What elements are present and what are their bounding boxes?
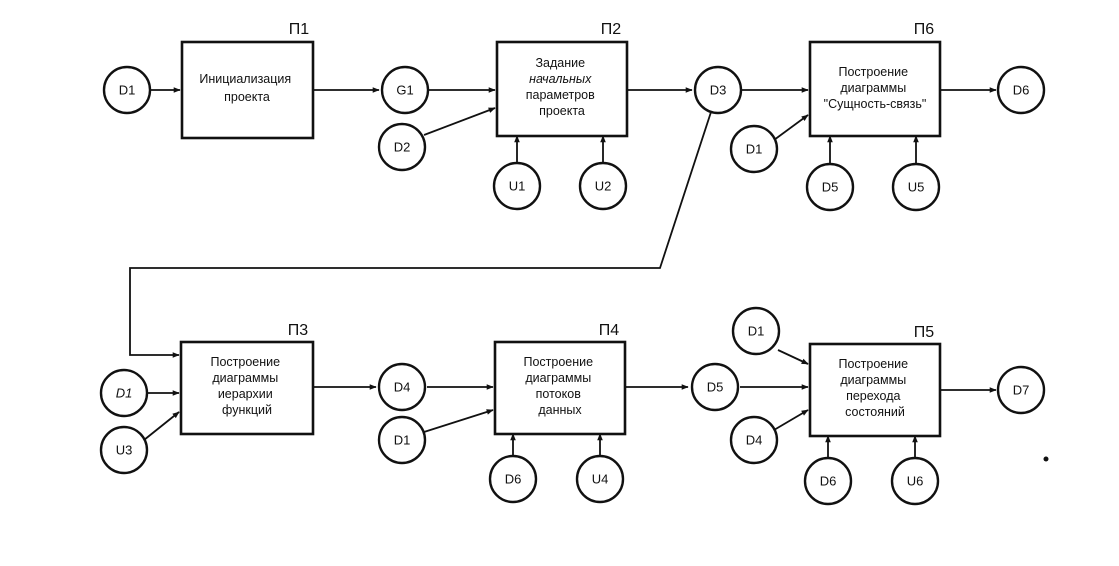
svg-text:U1: U1	[509, 179, 526, 194]
process-text: Построение диаграммы потоков данных	[523, 355, 596, 417]
process-box	[808, 342, 942, 438]
edge-d1-to-p6	[773, 114, 809, 141]
edge-u3-to-p3	[143, 411, 180, 441]
data-node-d5: D5	[805, 162, 855, 212]
process-p3: П3 Построение диаграммы иерархии функций	[179, 322, 315, 436]
svg-text:D1: D1	[119, 83, 136, 98]
svg-text:G1: G1	[396, 83, 413, 98]
scan-dot	[1043, 456, 1049, 462]
data-node-d1: D1	[102, 65, 152, 115]
data-node-d1: D1	[377, 415, 427, 465]
svg-text:D7: D7	[1013, 383, 1030, 398]
data-node-d7: D7	[996, 365, 1046, 415]
data-node-g1: G1	[380, 65, 430, 115]
process-box	[808, 40, 942, 138]
data-node-d6: D6	[996, 65, 1046, 115]
data-node-d6: D6	[803, 456, 853, 506]
process-label: П4	[599, 322, 620, 339]
svg-text:D2: D2	[394, 140, 411, 155]
svg-text:D6: D6	[505, 472, 522, 487]
svg-text:D5: D5	[822, 180, 839, 195]
process-label: П3	[288, 322, 309, 339]
control-node-u3: U3	[99, 425, 149, 475]
svg-text:D4: D4	[746, 433, 763, 448]
process-text: Построение диаграммы иерархии функций	[210, 355, 283, 417]
process-label: П6	[914, 21, 935, 38]
control-node-u4: U4	[575, 454, 625, 504]
process-p1: П1 Инициализация проекта	[180, 21, 315, 140]
process-label: П5	[914, 324, 935, 341]
svg-text:D6: D6	[1013, 83, 1030, 98]
svg-text:D3: D3	[710, 83, 727, 98]
data-node-d4: D4	[377, 362, 427, 412]
svg-text:D1: D1	[116, 386, 133, 401]
process-box	[179, 340, 315, 436]
svg-text:D6: D6	[820, 474, 837, 489]
data-node-d1: D1	[99, 368, 149, 418]
process-p6: П6 Построение диаграммы "Сущность-связь"	[808, 21, 942, 138]
edge-d4-to-p5	[773, 409, 809, 431]
data-node-d4: D4	[729, 415, 779, 465]
data-node-d3: D3	[693, 65, 743, 115]
edge-d1-to-p4	[423, 409, 494, 433]
svg-text:D5: D5	[707, 380, 724, 395]
process-label: П1	[289, 21, 310, 38]
edge-d1-to-p5	[777, 349, 809, 365]
control-node-u6: U6	[890, 456, 940, 506]
control-node-u5: U5	[891, 162, 941, 212]
process-box	[495, 40, 629, 138]
process-p5: П5 Построение диаграммы перехода состоян…	[808, 324, 942, 438]
svg-text:D1: D1	[394, 433, 411, 448]
svg-text:D4: D4	[394, 380, 411, 395]
svg-text:D1: D1	[746, 142, 763, 157]
data-node-d2: D2	[377, 122, 427, 172]
svg-text:D1: D1	[748, 324, 765, 339]
data-node-d1: D1	[731, 306, 781, 356]
svg-text:U3: U3	[116, 443, 133, 458]
connectors	[129, 87, 997, 458]
data-node-d6: D6	[488, 454, 538, 504]
svg-text:U2: U2	[595, 179, 612, 194]
process-p2: П2 Задание начальных параметров проекта	[495, 21, 629, 138]
process-label: П2	[601, 21, 622, 38]
svg-text:U6: U6	[907, 474, 924, 489]
edge-d2-to-p2	[423, 107, 496, 136]
data-node-d5: D5	[690, 362, 740, 412]
data-node-d1: D1	[729, 124, 779, 174]
process-text: Задание начальных параметров проекта	[526, 56, 599, 118]
process-box	[180, 40, 315, 140]
process-text: Инициализация проекта	[199, 72, 294, 104]
control-node-u1: U1	[492, 161, 542, 211]
edge-d3-to-p3	[129, 111, 712, 358]
control-node-u2: U2	[578, 161, 628, 211]
svg-text:U5: U5	[908, 180, 925, 195]
process-p4: П4 Построение диаграммы потоков данных	[493, 322, 627, 436]
process-box	[493, 340, 627, 436]
process-text: Построение диаграммы перехода состояний	[838, 357, 911, 419]
process-text: Построение диаграммы "Сущность-связь"	[824, 65, 927, 111]
svg-text:U4: U4	[592, 472, 609, 487]
